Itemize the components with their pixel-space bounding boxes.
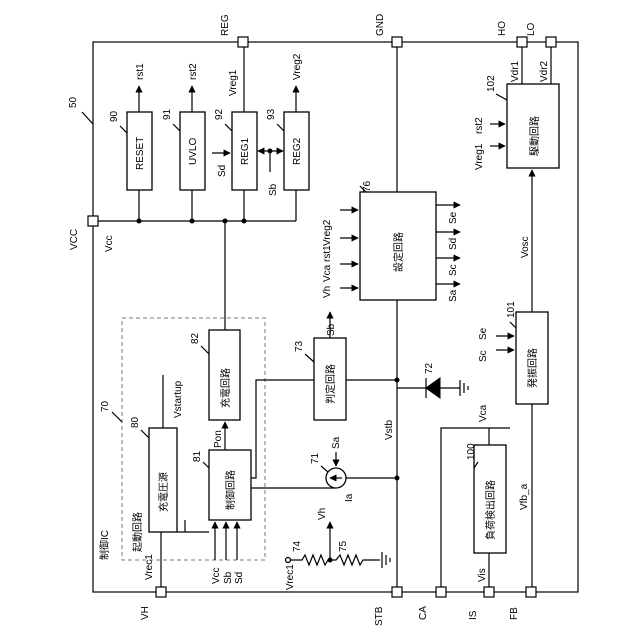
stb-vstb-label: Vstb [384, 420, 395, 440]
control-input-vcc: Vcc [211, 567, 222, 584]
charger-number: 80 [130, 416, 141, 428]
setting-input-rst1: rst1 [322, 245, 333, 262]
control-label: 制御回路 [224, 470, 237, 510]
driver-number: 102 [486, 75, 497, 92]
pin-gnd [392, 37, 402, 47]
vcc-bus-label: Vcc [104, 235, 115, 252]
load-detect-vca: Vca [478, 404, 489, 422]
load-detect-number: 100 [466, 443, 477, 460]
ic-label: 制御IC [98, 530, 111, 560]
pin-reg-label: REG [220, 14, 231, 36]
reg2-output-vreg2: Vreg2 [292, 53, 303, 80]
pin-is [484, 587, 494, 597]
charge-number: 82 [190, 332, 201, 344]
control-number: 81 [192, 450, 203, 462]
driver-label: 駆動回路 [528, 116, 541, 156]
pin-ho-label: HO [497, 21, 508, 36]
diode-72 [426, 378, 440, 398]
reset-output-rst1: rst1 [135, 63, 146, 80]
diode-number: 72 [424, 362, 435, 374]
pin-ca [436, 587, 446, 597]
r1-number: 74 [292, 540, 303, 552]
vrec1-node [286, 558, 291, 563]
pin-gnd-label: GND [375, 14, 386, 36]
divider-vh: Vh [317, 508, 328, 520]
startup-label: 起動回路 [131, 512, 144, 552]
reg1-output-vreg1: Vreg1 [228, 69, 239, 96]
driver-output-vdr2: Vdr2 [539, 60, 550, 82]
osc-input-sc: Sc [478, 350, 489, 362]
control-input-sd: Sd [234, 572, 245, 584]
reg1-input-sd: Sd [217, 165, 228, 177]
divider-vrec1: Vrec1 [285, 564, 296, 590]
driver-input-vreg1: Vreg1 [474, 143, 485, 170]
pin-vh [156, 587, 166, 597]
setting-input-vca: Vca [322, 264, 333, 282]
setting-output-sc: Sc [448, 264, 459, 276]
pin-ca-label: CA [418, 606, 429, 620]
osc-input-se: Se [478, 327, 489, 340]
charger-label: 充電圧源 [157, 472, 170, 512]
judge-number: 73 [294, 340, 305, 352]
uvlo-label: UVLO [188, 138, 199, 165]
setting-label: 設定回路 [392, 232, 405, 272]
vstartup-label: Vstartup [173, 380, 184, 418]
uvlo-output-rst2: rst2 [188, 63, 199, 80]
reset-number: 90 [109, 110, 120, 122]
pin-reg [238, 37, 248, 47]
pin-stb-label: STB [374, 606, 385, 626]
pin-ho [517, 37, 527, 47]
switch-number: 71 [310, 452, 321, 464]
judge-label: 判定回路 [324, 364, 337, 404]
driver-output-vdr1: Vdr1 [510, 60, 521, 82]
control-output-pon: Pon [213, 430, 224, 448]
driver-input-rst2: rst2 [474, 117, 485, 134]
pin-vcc-label: VCC [69, 229, 80, 250]
osc-number: 101 [506, 301, 517, 318]
setting-output-sa: Sa [448, 289, 459, 302]
reset-label: RESET [135, 137, 146, 170]
osc-output-vosc: Vosc [520, 236, 531, 258]
charge-label: 充電回路 [219, 368, 232, 408]
reg2-label: REG2 [292, 137, 303, 165]
fb-pin-vfba: Vfb_a [519, 483, 530, 510]
reg1-number: 92 [214, 108, 225, 120]
uvlo-number: 91 [162, 108, 173, 120]
pin-fb [526, 587, 536, 597]
pin-fb-label: FB [509, 607, 520, 620]
pin-vcc [88, 216, 98, 226]
control-input-sb: Sb [223, 571, 234, 584]
reg2-number: 93 [266, 108, 277, 120]
r2-number: 75 [338, 540, 349, 552]
pin-vh-label: VH [140, 606, 151, 620]
reg1-label: REG1 [240, 137, 251, 165]
setting-output-se: Se [448, 211, 459, 224]
judge-output-sb: Sb [326, 323, 337, 336]
pin-stb [392, 587, 402, 597]
startup-number: 70 [100, 400, 111, 412]
setting-input-vh: Vh [322, 286, 333, 298]
pin-lo [546, 37, 556, 47]
switch-input-sa: Sa [331, 436, 342, 449]
setting-input-vreg2: Vreg2 [322, 219, 333, 246]
pin-lo-label: LO [526, 22, 537, 36]
load-detect-label: 負荷検出回路 [484, 480, 497, 540]
osc-label: 発振回路 [526, 348, 539, 388]
vh-pin-vrec1: Vrec1 [144, 554, 155, 580]
reg-input-sb: Sb [268, 183, 279, 196]
pin-is-label: IS [468, 610, 479, 620]
is-pin-vis: Vis [477, 568, 488, 582]
setting-output-sd: Sd [448, 238, 459, 250]
source-current-ia: Ia [344, 493, 355, 502]
ic-number: 50 [68, 96, 79, 108]
